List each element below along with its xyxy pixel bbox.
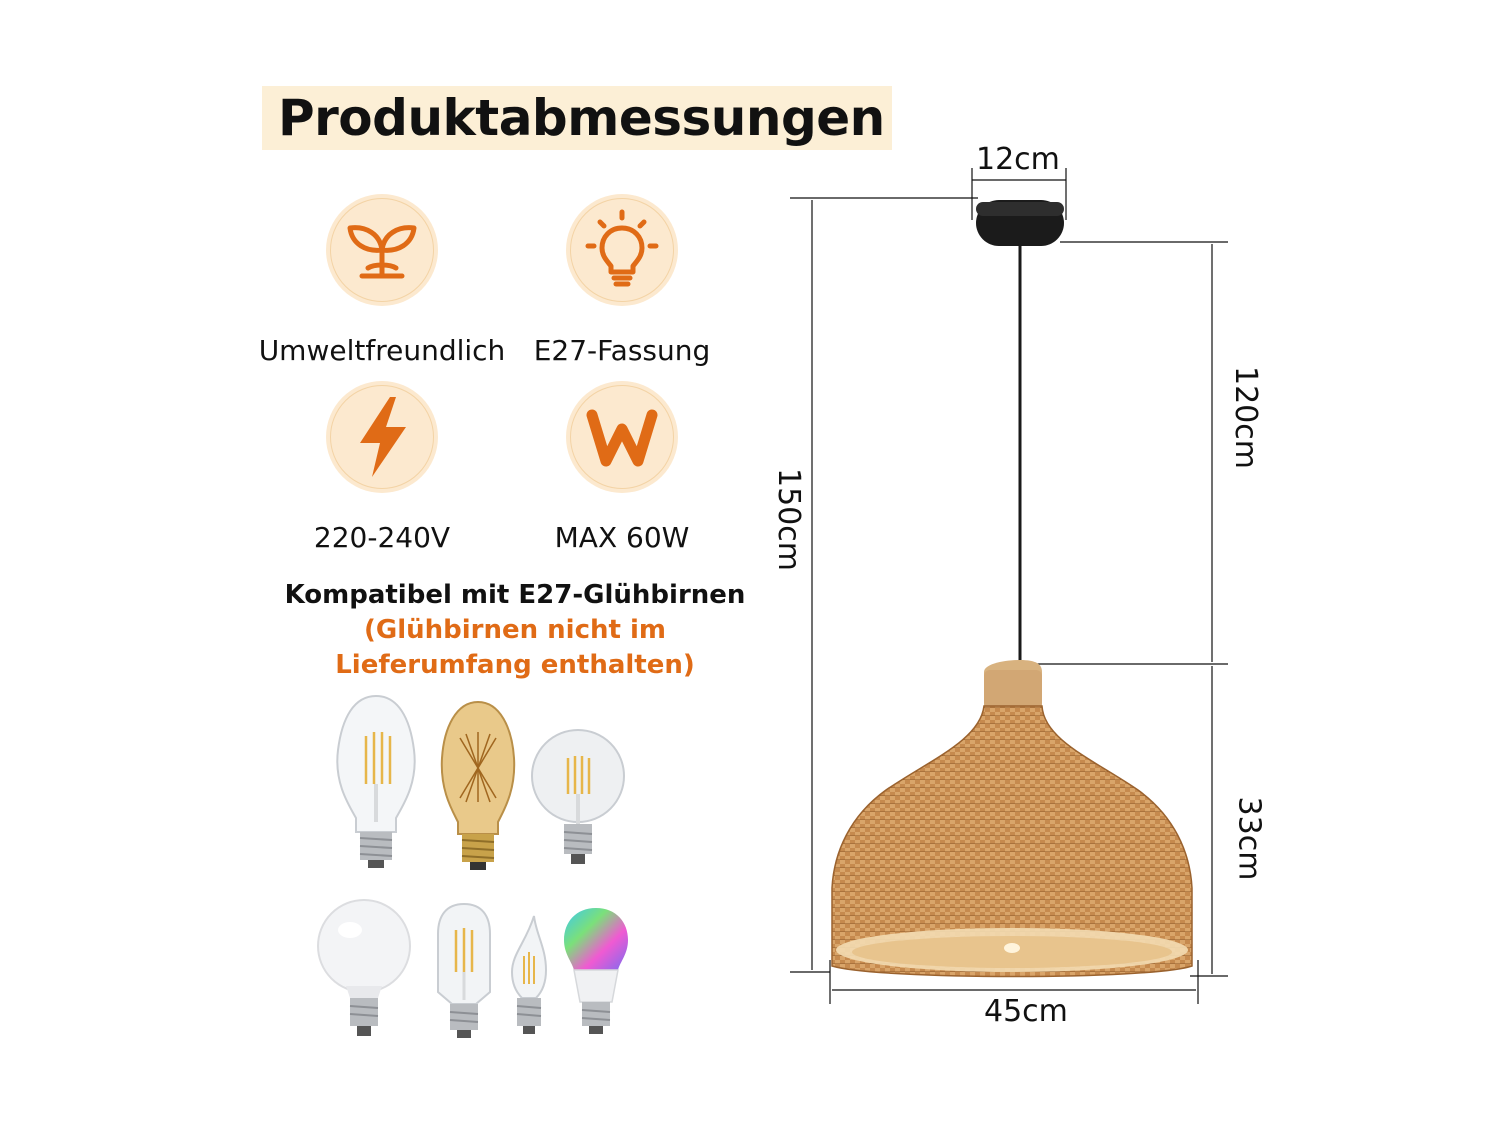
title-banner: Produktabmessungen bbox=[262, 86, 892, 150]
feature-socket: E27-Fassung bbox=[472, 194, 772, 367]
bulb-edison-amber-icon bbox=[440, 700, 516, 870]
compatibility-note: Kompatibel mit E27-Glühbirnen (Glühbirne… bbox=[230, 578, 800, 683]
lightbulb-icon bbox=[566, 194, 678, 306]
dim-shade-width: 45cm bbox=[984, 994, 1068, 1029]
compat-line-2: (Glühbirnen nicht im bbox=[363, 615, 667, 645]
bulb-rgb-smart-icon bbox=[564, 908, 628, 1034]
lamp-diagram bbox=[790, 168, 1228, 1004]
feature-label-socket: E27-Fassung bbox=[533, 334, 711, 367]
compat-line-3: Lieferumfang enthalten) bbox=[335, 650, 695, 680]
bulb-globe-opal-icon bbox=[317, 899, 411, 1036]
letter-w-icon bbox=[566, 381, 678, 493]
feature-wattage: MAX 60W bbox=[472, 381, 772, 554]
lightning-bolt-icon bbox=[326, 381, 438, 493]
sprout-icon bbox=[326, 194, 438, 306]
bulb-candle-flame-icon bbox=[510, 915, 548, 1034]
feature-label-eco: Umweltfreundlich bbox=[258, 334, 506, 367]
compat-line-1: Kompatibel mit E27-Glühbirnen bbox=[284, 580, 746, 610]
bulb-globe-clear-icon bbox=[531, 729, 625, 864]
feature-label-wattage: MAX 60W bbox=[554, 521, 690, 554]
feature-voltage: 220-240V bbox=[232, 381, 532, 554]
dim-canopy-width: 12cm bbox=[976, 142, 1060, 177]
feature-label-voltage: 220-240V bbox=[313, 521, 451, 554]
dim-total-height: 150cm bbox=[770, 468, 806, 571]
bulb-st64-clear-icon bbox=[336, 694, 416, 868]
bulb-tubular-clear-icon bbox=[437, 902, 491, 1038]
feature-eco: Umweltfreundlich bbox=[232, 194, 532, 367]
dim-shade-height: 33cm bbox=[1231, 796, 1267, 881]
dim-cord-length: 120cm bbox=[1227, 366, 1263, 469]
page-title: Produktabmessungen bbox=[278, 89, 885, 147]
